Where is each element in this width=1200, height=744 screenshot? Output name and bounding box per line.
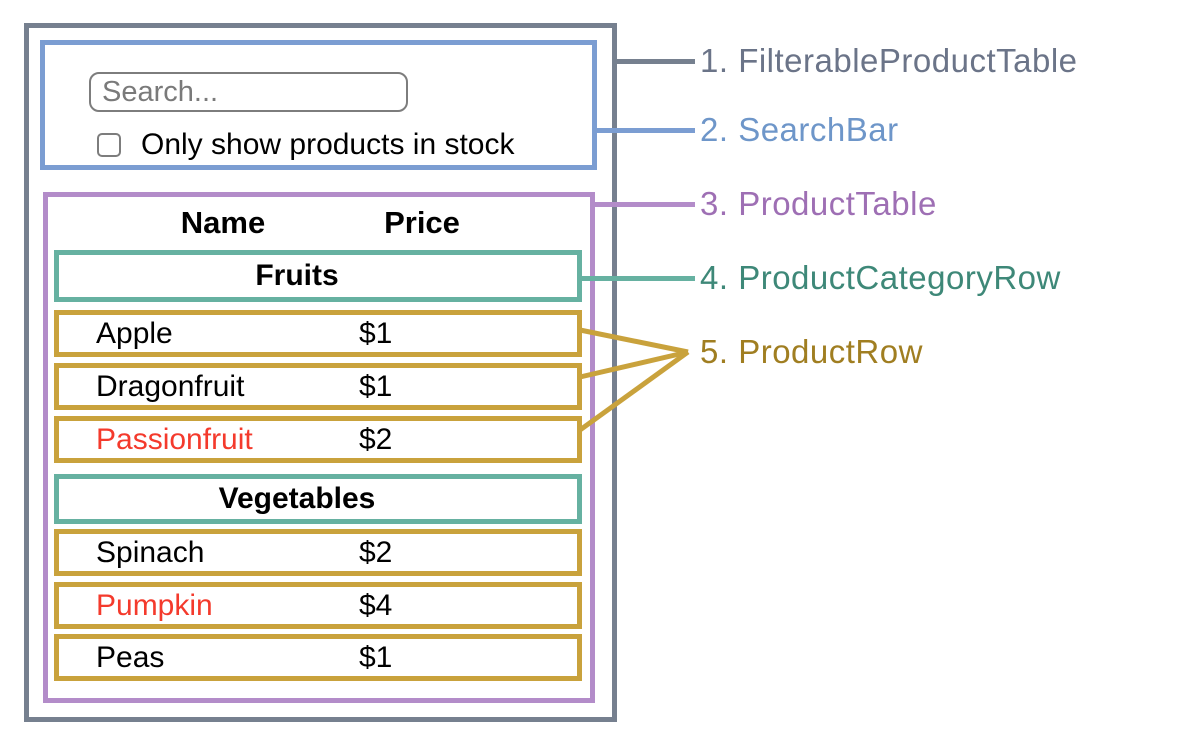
category-row-vegetables: Vegetables bbox=[54, 474, 582, 524]
product-price: $1 bbox=[359, 640, 393, 674]
legend-search-bar: 2. SearchBar bbox=[700, 111, 899, 148]
product-name: Spinach bbox=[96, 535, 205, 569]
filterable-product-table-box bbox=[24, 23, 617, 722]
in-stock-checkbox-label: Only show products in stock bbox=[141, 128, 515, 161]
product-price: $1 bbox=[359, 369, 393, 403]
connector-line-search-bar bbox=[595, 128, 695, 133]
product-row-peas: Peas $1 bbox=[54, 634, 582, 681]
product-row-spinach: Spinach $2 bbox=[54, 529, 582, 576]
category-label: Vegetables bbox=[218, 482, 376, 515]
product-price: $2 bbox=[359, 422, 393, 456]
product-row-passionfruit: Passionfruit $2 bbox=[54, 416, 582, 463]
connector-line-product-table bbox=[593, 202, 695, 207]
in-stock-checkbox[interactable] bbox=[97, 133, 121, 157]
product-name: Dragonfruit bbox=[96, 369, 245, 403]
product-name: Peas bbox=[96, 640, 165, 674]
product-row-dragonfruit: Dragonfruit $1 bbox=[54, 363, 582, 410]
search-input[interactable] bbox=[89, 72, 408, 112]
product-row-apple: Apple $1 bbox=[54, 310, 582, 357]
product-price: $4 bbox=[359, 588, 393, 622]
legend-product-row: 5. ProductRow bbox=[700, 333, 923, 370]
connector-line-product-category-row bbox=[580, 276, 695, 281]
column-header-price: Price bbox=[384, 205, 460, 240]
legend-product-table: 3. ProductTable bbox=[700, 185, 937, 222]
category-label: Fruits bbox=[255, 259, 339, 292]
product-name: Pumpkin bbox=[96, 588, 213, 622]
legend-filterable-product-table: 1. FilterableProductTable bbox=[700, 42, 1078, 79]
product-price: $1 bbox=[359, 316, 393, 350]
legend-product-category-row: 4. ProductCategoryRow bbox=[700, 259, 1061, 296]
product-name: Apple bbox=[96, 316, 173, 350]
connector-fan-product-row bbox=[578, 327, 690, 433]
connector-line-filterable-product-table bbox=[613, 59, 695, 64]
product-price: $2 bbox=[359, 535, 393, 569]
column-header-name: Name bbox=[180, 205, 266, 240]
product-row-pumpkin: Pumpkin $4 bbox=[54, 582, 582, 629]
product-name: Passionfruit bbox=[96, 422, 253, 456]
category-row-fruits: Fruits bbox=[54, 250, 582, 302]
